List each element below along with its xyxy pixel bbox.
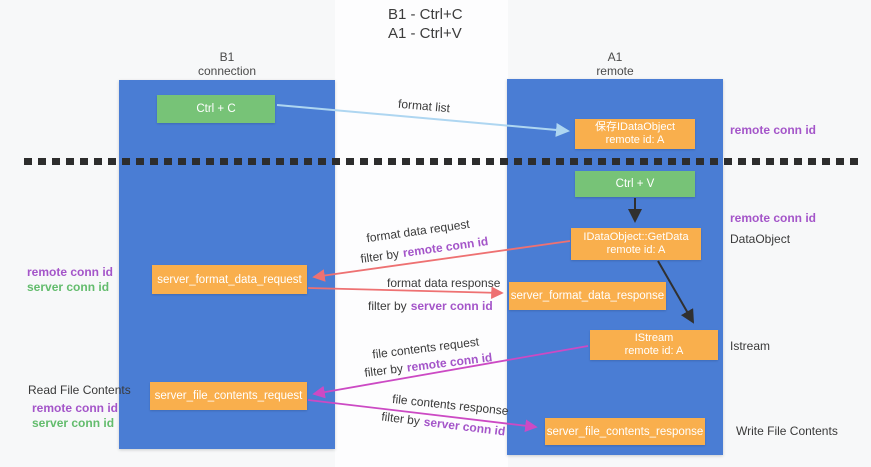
filter-server-conn-id: server conn id [410,299,493,313]
node-server-format-data-response: server_format_data_response [509,282,666,310]
node-file-response-label: server_file_contents_response [546,425,704,438]
title-line-1: B1 - Ctrl+C [388,6,463,23]
node-istream-line2: remote id: A [624,345,684,357]
node-save-idataobject: 保存IDataObject remote id: A [575,119,695,149]
side-label-write-file-contents: Write File Contents [736,424,838,438]
side-label-remote-conn-id-left: remote conn id [27,265,114,279]
lane-header-a1: A1 [607,50,623,64]
node-ctrl-v-label: Ctrl + V [615,178,655,190]
filter-prefix: filter by [368,299,407,313]
node-format-request-label: server_format_data_request [157,273,302,286]
node-format-response-label: server_format_data_response [510,290,665,302]
edge-label-format-data-response: format data response [387,276,501,290]
node-istream: IStream remote id: A [590,330,718,360]
node-file-request-label: server_file_contents_request [154,390,303,402]
side-label-conn-ids-left-top: remote conn id server conn id [27,265,113,295]
node-server-file-contents-request: server_file_contents_request [150,382,307,410]
title-line-2: A1 - Ctrl+V [388,25,462,42]
node-save-idataobject-line1: 保存IDataObject [594,121,676,133]
node-getdata-line1: IDataObject::GetData [583,231,689,243]
lane-header-remote: remote [596,64,634,78]
node-server-file-contents-response: server_file_contents_response [545,418,705,445]
node-istream-line1: IStream [634,332,674,344]
dashed-separator-line [24,158,864,165]
node-ctrl-c: Ctrl + C [157,95,275,123]
lane-header-b1: B1 [219,50,235,64]
node-ctrl-c-label: Ctrl + C [196,103,236,115]
side-label-server-conn-id-left: server conn id [32,416,115,430]
node-getdata-line2: remote id: A [606,244,666,256]
lane-header-a1-remote: A1 remote [507,50,723,78]
side-label-remote-conn-id-mid: remote conn id [730,211,817,225]
side-label-dataobject: DataObject [730,232,791,246]
side-label-conn-ids-left-bottom: remote conn id server conn id [32,401,118,431]
side-label-remote-conn-id-top: remote conn id [730,123,817,137]
node-server-format-data-request: server_format_data_request [152,265,307,294]
side-label-read-file-contents: Read File Contents [28,383,131,397]
node-save-idataobject-line2: remote id: A [605,134,665,146]
side-label-server-conn-id-left: server conn id [27,280,110,294]
node-idataobject-getdata: IDataObject::GetData remote id: A [571,228,701,260]
side-label-remote-conn-id-left: remote conn id [32,401,119,415]
lane-header-b1-connection: B1 connection [119,50,335,78]
lane-header-connection: connection [197,64,257,78]
side-label-istream: Istream [730,339,771,353]
diagram-title: B1 - Ctrl+C A1 - Ctrl+V [388,5,463,43]
node-ctrl-v: Ctrl + V [575,171,695,197]
